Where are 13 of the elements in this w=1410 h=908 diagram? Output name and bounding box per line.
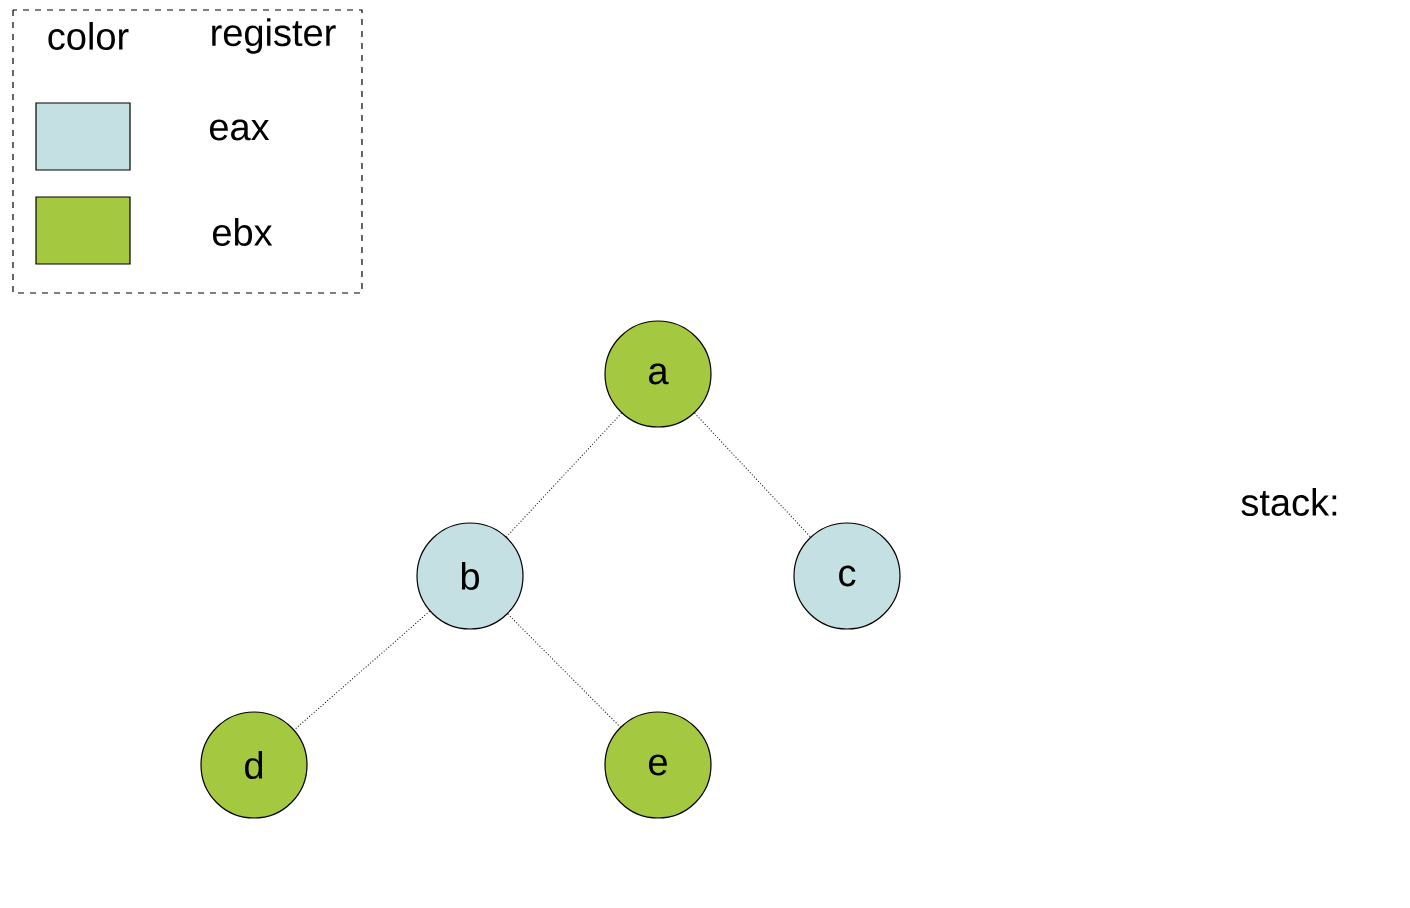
label-text: register [212, 18, 336, 54]
label-text: color [48, 22, 129, 50]
connector-line [507, 613, 621, 728]
label-text: stack: [1241, 488, 1337, 516]
connector-line [694, 412, 811, 538]
circle-node: c [793, 522, 901, 630]
circle-node: d [200, 711, 308, 819]
legend-text: ebx [212, 218, 273, 246]
circle-node: e [604, 711, 712, 819]
connector-line [293, 610, 431, 731]
circle-node: b [416, 522, 524, 630]
legend-text: eax [209, 119, 270, 141]
circle-node: a [604, 320, 712, 428]
